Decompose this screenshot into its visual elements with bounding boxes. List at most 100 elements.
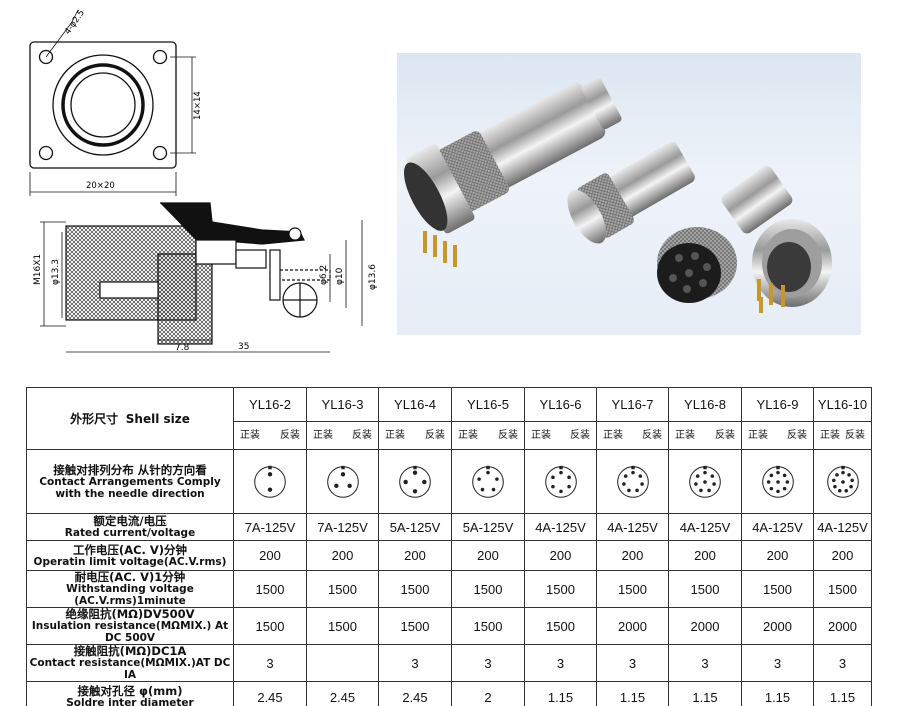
- spec-value: 2000: [741, 607, 814, 645]
- spec-value: 200: [306, 540, 379, 571]
- back-mount-label: 反装: [715, 429, 735, 441]
- spec-value: 1.15: [813, 681, 872, 706]
- row-label-zh: 耐电压(AC. V)1分钟: [74, 570, 186, 584]
- row-label-en: Rated current/voltage: [64, 527, 196, 539]
- key-notch: [840, 465, 845, 469]
- front-mount-label: 正装: [820, 429, 840, 441]
- dia-6-2-label: φ6.2: [319, 265, 329, 285]
- mount-direction-cell: 正装反装: [524, 421, 597, 450]
- spec-value: 200: [451, 540, 525, 571]
- length-35-label: 35: [238, 342, 249, 352]
- spec-value: 4A-125V: [668, 513, 742, 541]
- mount-direction-cell: 正装反装: [596, 421, 669, 450]
- spec-value: 200: [741, 540, 814, 571]
- contact-pin: [782, 473, 786, 477]
- spec-value: 2.45: [378, 681, 452, 706]
- key-notch: [775, 465, 780, 469]
- pin-arrangement-cell: [233, 449, 307, 514]
- contact-pin: [849, 478, 854, 482]
- front-mount-label: 正装: [531, 429, 551, 441]
- row-label-zh: 接触阻抗(MΩ)DC1A: [73, 644, 187, 658]
- flange-size-label: 20×20: [86, 181, 115, 191]
- contact-pin: [785, 479, 789, 484]
- spec-value: 1500: [378, 607, 452, 645]
- contact-arrangement-row: 接触对排列分布 从针的方向看 Contact Arrangements Comp…: [26, 449, 872, 514]
- spec-value: 1500: [813, 570, 872, 608]
- back-mount-label: 反装: [642, 429, 662, 441]
- key-notch: [630, 465, 635, 469]
- spec-value: 200: [378, 540, 452, 571]
- thread-label: M16X1: [33, 254, 43, 285]
- model-yl16-6: YL16-6: [524, 387, 597, 422]
- contact-pin: [477, 476, 481, 481]
- spec-value: 1500: [668, 570, 742, 608]
- spec-value: 1.15: [524, 681, 597, 706]
- spec-value: 7A-125V: [233, 513, 307, 541]
- contact-pin: [840, 479, 845, 484]
- contact-pin: [422, 479, 427, 484]
- key-notch: [340, 465, 345, 469]
- contact-pin: [694, 481, 698, 486]
- spec-value: 1500: [596, 570, 669, 608]
- row-label-zh: 接触对排列分布 从针的方向看: [53, 462, 207, 477]
- model-yl16-8: YL16-8: [668, 387, 742, 422]
- contact-pin: [712, 481, 716, 486]
- connector-side-view: [65, 202, 331, 345]
- spec-value: 1.15: [596, 681, 669, 706]
- spec-value: 1.15: [741, 681, 814, 706]
- pin-arrangement-diagram: [689, 465, 721, 498]
- contact-pin: [831, 478, 836, 482]
- contact-pin: [566, 475, 571, 479]
- back-mount-label: 反装: [787, 429, 807, 441]
- contact-pin: [491, 487, 496, 491]
- row-label-zh: 额定电流/电压: [93, 514, 167, 528]
- pin-arrangement-cell: [741, 449, 814, 514]
- spec-value: 200: [596, 540, 669, 571]
- contact-pin: [834, 472, 839, 477]
- connector-face-outline: [254, 465, 286, 498]
- spec-value: 2000: [668, 607, 742, 645]
- spec-value: 200: [813, 540, 872, 571]
- key-notch: [413, 465, 417, 469]
- spec-value: 4A-125V: [741, 513, 814, 541]
- spec-value: 2.45: [233, 681, 307, 706]
- front-mount-label: 正装: [675, 429, 695, 441]
- row-label-en: Insulation resistance(MΩMIX.) At DC 500V: [31, 620, 229, 644]
- spec-value: 200: [233, 540, 307, 571]
- spec-value: 4A-125V: [524, 513, 597, 541]
- contact-pin: [843, 488, 848, 493]
- front-mount-label: 正装: [458, 429, 478, 441]
- contact-pin: [267, 486, 273, 492]
- pin-arrangement-cell: [378, 449, 452, 514]
- pin-arrangement-diagram: [761, 465, 794, 498]
- contact-pin: [412, 488, 418, 494]
- row-label-en: Contact Arrangements Comply with the nee…: [39, 475, 221, 500]
- back-mount-label: 反装: [280, 429, 300, 441]
- model-yl16-4: YL16-4: [378, 387, 452, 422]
- contact-pin: [699, 488, 703, 492]
- spec-value: [306, 644, 379, 682]
- contact-pin: [626, 488, 631, 492]
- pin-arrangement-cell: [668, 449, 742, 514]
- contact-pin: [495, 476, 499, 481]
- shell-size-label-zh: 外形尺寸: [70, 411, 119, 426]
- contact-pin: [346, 483, 352, 488]
- spec-value: 3: [596, 644, 669, 682]
- contact-pin: [710, 473, 715, 478]
- model-yl16-3: YL16-3: [306, 387, 379, 422]
- shell-size-row: 外形尺寸 Shell size YL16-2 YL16-3 YL16-4 YL1…: [26, 387, 872, 450]
- spec-value: 3: [668, 644, 742, 682]
- key-notch: [268, 465, 272, 469]
- pin-arrangement-diagram: [254, 465, 286, 498]
- spec-table: 外形尺寸 Shell size YL16-2 YL16-3 YL16-4 YL1…: [26, 387, 872, 706]
- spec-value: 1500: [233, 607, 307, 645]
- spec-value: 3: [378, 644, 452, 682]
- pin-arrangement-diagram: [544, 465, 577, 498]
- spec-value: 2000: [813, 607, 872, 645]
